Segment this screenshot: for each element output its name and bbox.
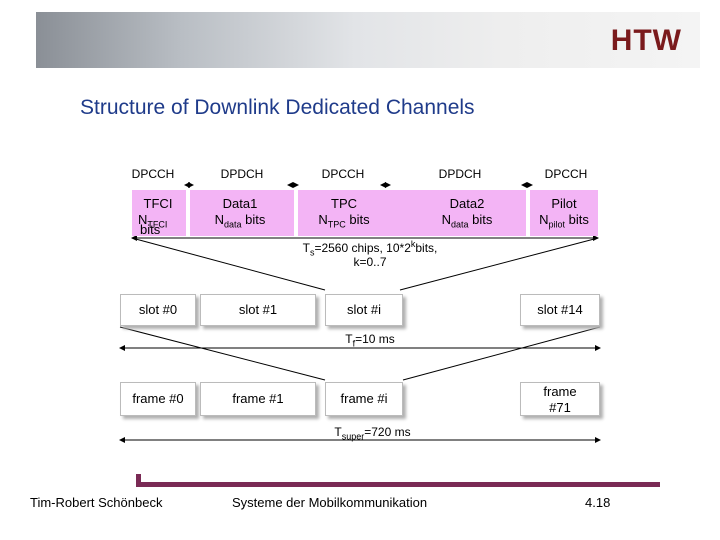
field-data1-name: Data1: [222, 196, 258, 211]
field-pilot-n: N: [539, 212, 549, 227]
frame-71: frame #71: [520, 382, 600, 416]
field-data1-bits: bits: [241, 212, 266, 227]
frame-timing-sub: f: [352, 338, 356, 349]
footer-author: Tim-Robert Schönbeck: [30, 495, 163, 510]
slot-i: slot #i: [325, 294, 403, 326]
slot-14: slot #14: [520, 294, 600, 326]
field-data2-sub: data: [451, 219, 469, 230]
slot-0: slot #0: [120, 294, 196, 326]
footer-divider: [136, 482, 660, 487]
field-pilot: Pilot Npilot bits: [530, 196, 598, 230]
frame-0: frame #0: [120, 382, 196, 416]
field-tfci-bits: bits: [140, 222, 161, 237]
field-data2-name: Data2: [449, 196, 485, 211]
field-separator-3: [526, 190, 530, 236]
super-timing-t: T: [334, 425, 342, 439]
field-data1-n: N: [214, 212, 224, 227]
fan-line-right-2: [402, 326, 601, 381]
channel-label-dpcch-1: DPCCH: [131, 167, 175, 181]
channel-label-dpcch-3: DPCCH: [544, 167, 588, 181]
field-tpc-name: TPC: [331, 196, 357, 211]
super-timing-rest: =720 ms: [364, 425, 411, 439]
slot-timing-exp: k: [410, 239, 416, 249]
field-data2: Data2 Ndata bits: [412, 196, 522, 230]
fan-line-right-1: [399, 237, 599, 291]
channel-label-dpdch-2: DPDCH: [438, 167, 482, 181]
field-pilot-bits: bits: [565, 212, 589, 227]
htw-logo: HTW: [610, 24, 682, 57]
field-data1-sub: data: [224, 219, 242, 230]
field-tfci: TFCI NTFCI bits: [132, 196, 184, 238]
field-tfci-n: N: [138, 212, 148, 227]
field-separator-2: [294, 190, 298, 236]
field-pilot-name: Pilot: [551, 196, 577, 211]
field-tfci-name: TFCI: [143, 196, 173, 211]
slot-timing-label: Ts=2560 chips, 10*2kbits, k=0..7: [290, 239, 450, 270]
channel-label-dpdch-1: DPDCH: [220, 167, 264, 181]
field-data2-n: N: [441, 212, 451, 227]
field-tpc-sub: TPC: [327, 219, 346, 230]
fan-line-left-1: [131, 237, 326, 291]
slot-field-row: TFCI NTFCI bits Data1 Ndata bits TPC NTP…: [132, 190, 598, 238]
super-timing-sub: super: [341, 431, 365, 442]
page-title: Structure of Downlink Dedicated Channels: [80, 96, 475, 119]
field-data1: Data1 Ndata bits: [188, 196, 292, 230]
slot-timing-rest: =2560 chips, 10*2: [314, 241, 411, 255]
frame-timing-label: Tf=10 ms: [330, 332, 410, 349]
slot-timing-sub: s: [309, 247, 315, 258]
slot-1: slot #1: [200, 294, 316, 326]
field-tpc-bits: bits: [345, 212, 370, 227]
header-banner: HTW: [36, 12, 700, 68]
footer-divider-tick: [136, 474, 141, 487]
field-tfci-sub: TFCI: [147, 219, 168, 230]
footer-page-number: 4.18: [585, 495, 611, 510]
frame-1: frame #1: [200, 382, 316, 416]
slot-timing-line2: k=0..7: [353, 255, 387, 269]
slot-timing-t: T: [302, 241, 310, 255]
fan-line-left-2: [119, 326, 326, 381]
field-separator-1: [186, 190, 190, 236]
channel-label-dpcch-2: DPCCH: [321, 167, 365, 181]
frame-timing-rest: =10 ms: [355, 332, 395, 346]
field-tpc: TPC NTPC bits: [298, 196, 390, 230]
field-pilot-sub: pilot: [548, 219, 566, 230]
field-data2-bits: bits: [468, 212, 493, 227]
footer-course: Systeme der Mobilkommunikation: [232, 495, 428, 510]
field-tpc-n: N: [318, 212, 328, 227]
super-timing-label: Tsuper=720 ms: [325, 425, 420, 442]
frame-i: frame #i: [325, 382, 403, 416]
frame-timing-t: T: [345, 332, 353, 346]
slot-timing-rest2: bits,: [415, 241, 438, 255]
